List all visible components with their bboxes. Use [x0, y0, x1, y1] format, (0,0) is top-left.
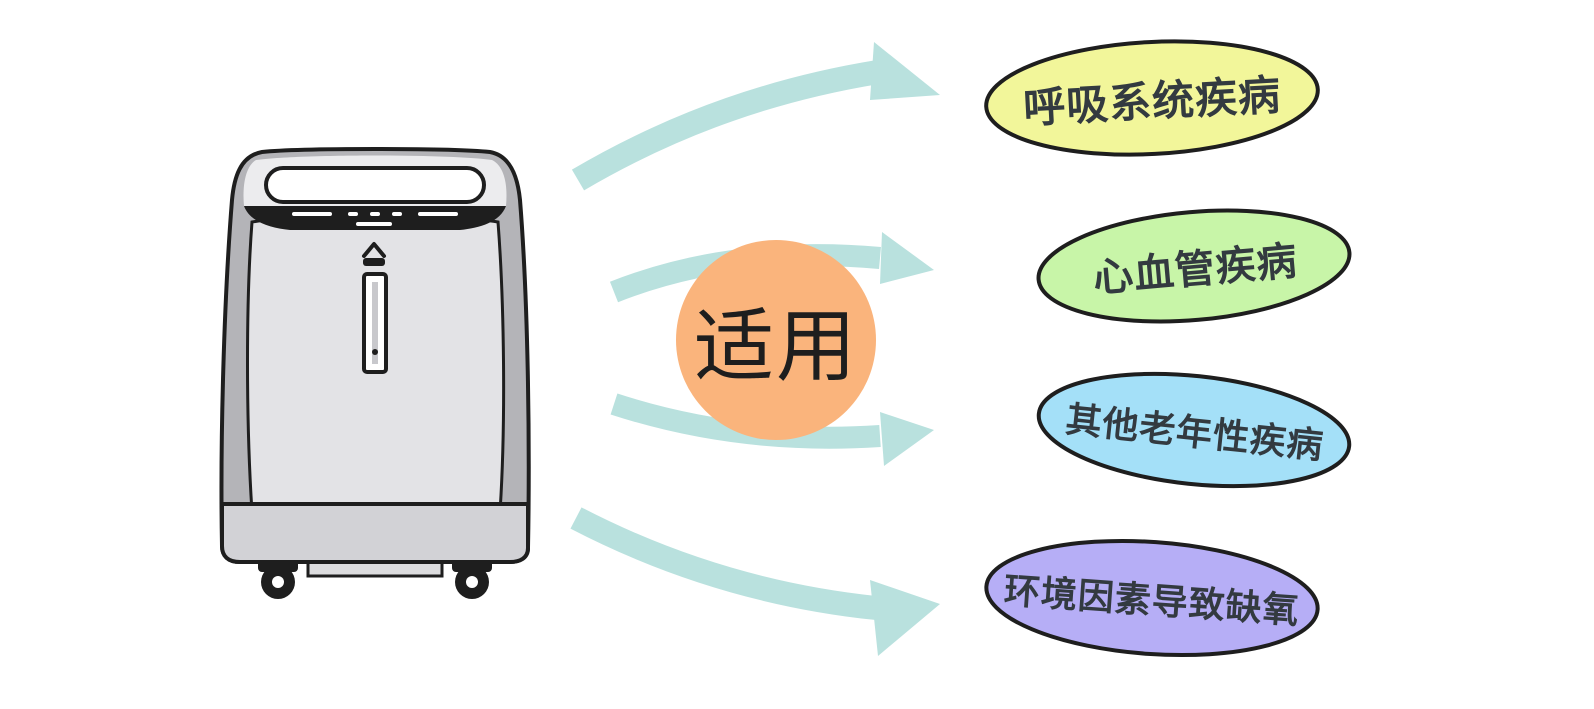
center-circle	[676, 240, 876, 440]
arrow-to-item-1	[571, 42, 940, 191]
item-ellipse-4	[984, 538, 1320, 658]
center-label: 适用	[694, 300, 858, 393]
item-ellipse-1	[984, 39, 1320, 157]
item-ellipse-2	[1036, 208, 1352, 324]
up-arrow-icon	[362, 242, 386, 258]
handle	[264, 166, 486, 204]
arrow-to-item-4	[570, 507, 940, 656]
item-ellipse-3	[1036, 371, 1352, 489]
